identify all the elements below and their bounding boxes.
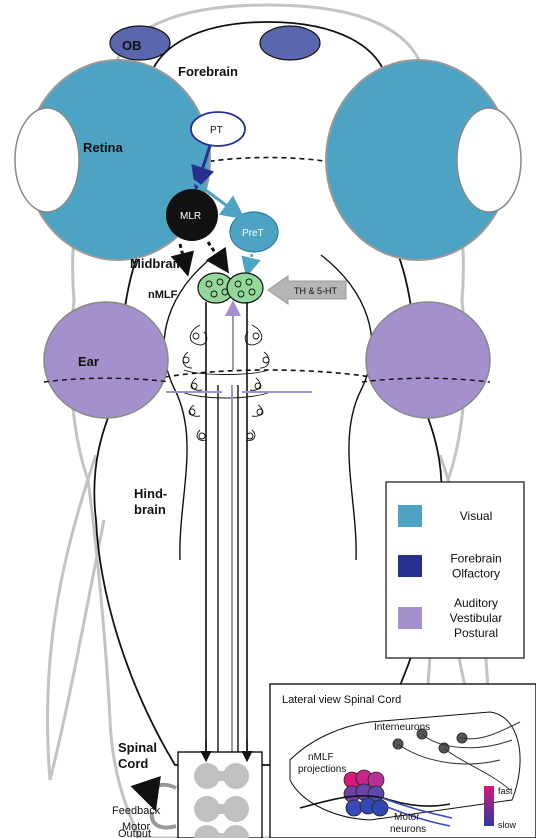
inset-label-motor-1: Motor — [394, 812, 420, 823]
legend-label-1-0: Forebrain — [450, 552, 501, 566]
right-ear — [366, 302, 490, 418]
legend-label-1-1: Olfactory — [452, 567, 500, 581]
inset-motor-neurons — [344, 770, 388, 816]
legend-label-2-1: Vestibular — [450, 611, 503, 625]
nmlf-right — [227, 273, 263, 303]
inset-title: Lateral view Spinal Cord — [282, 694, 401, 706]
label-ob: OB — [122, 38, 142, 53]
inset-label-interneurons: Interneurons — [374, 722, 430, 733]
inset-label-nmlf-2: projections — [298, 764, 346, 775]
label-retina: Retina — [83, 140, 124, 155]
label-hindbrain-1: Hind- — [134, 486, 167, 501]
label-nmlf: nMLF — [148, 289, 178, 301]
right-lens — [457, 108, 521, 212]
left-pectoral-fin — [47, 455, 104, 780]
legend-label-2-2: Postural — [454, 626, 498, 640]
spinal-cord-box — [178, 752, 262, 838]
mlr-to-nmlf-arrow-right — [208, 242, 224, 266]
label-motor-2: Output — [118, 828, 151, 838]
scale-label-fast: fast — [498, 786, 513, 796]
hindbrain-neuron-clusters — [182, 325, 270, 440]
label-midbrain: Midbrain — [130, 256, 184, 271]
label-spinal-1: Spinal — [118, 740, 157, 755]
label-pret: PreT — [242, 228, 264, 239]
label-mlr: MLR — [180, 211, 201, 222]
pret-to-nmlf-arrow — [248, 254, 252, 270]
left-lens — [15, 108, 79, 212]
inset-label-motor-2: neurons — [390, 824, 426, 835]
inset-label-nmlf-1: nMLF — [308, 752, 334, 763]
label-feedback: Feedback — [112, 805, 161, 817]
legend-label-0-0: Visual — [460, 509, 492, 523]
scale-label-slow: slow — [498, 820, 517, 830]
right-inner-curve — [321, 255, 372, 560]
label-ear: Ear — [78, 354, 99, 369]
right-olfactory-bulb — [260, 26, 320, 60]
legend-swatch-1 — [398, 555, 422, 577]
legend-swatch-2 — [398, 607, 422, 629]
label-forebrain: Forebrain — [178, 64, 238, 79]
label-spinal-2: Cord — [118, 756, 148, 771]
label-th-5ht: TH & 5-HT — [294, 286, 338, 296]
feedback-arrow — [151, 785, 176, 800]
legend-label-2-0: Auditory — [454, 596, 498, 610]
label-hindbrain-2: brain — [134, 502, 166, 517]
legend-swatch-0 — [398, 505, 422, 527]
speed-scale-bar — [484, 786, 494, 826]
left-ear — [44, 302, 168, 418]
label-pt: PT — [210, 125, 223, 136]
